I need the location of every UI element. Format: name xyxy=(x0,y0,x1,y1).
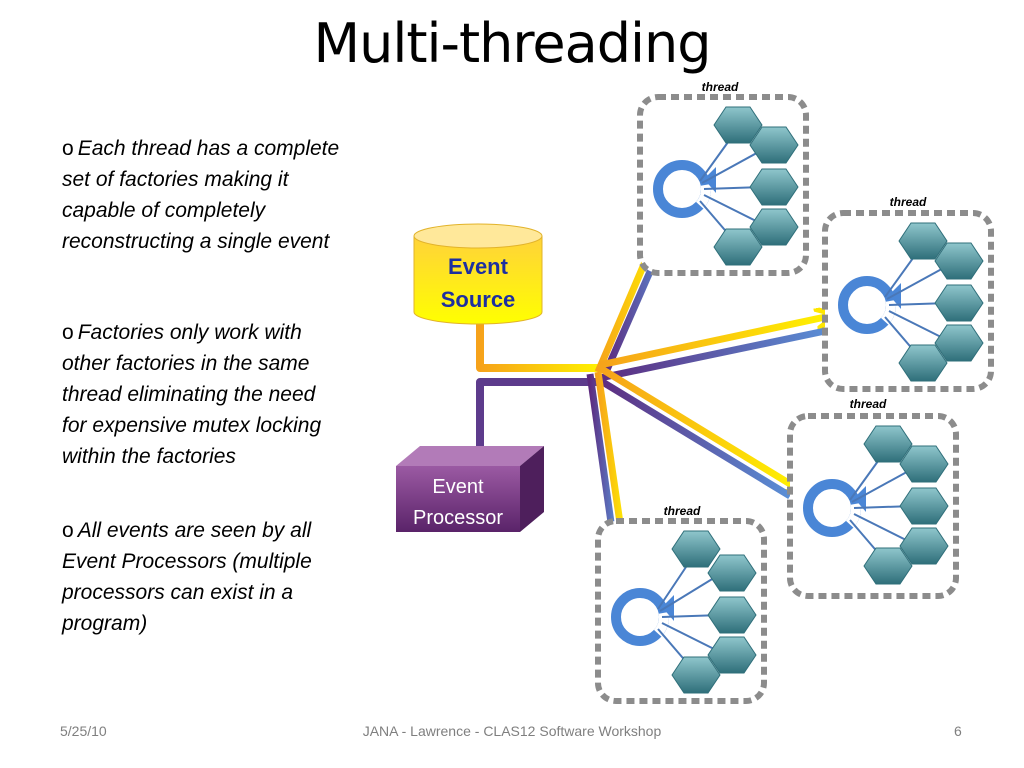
thread-label-3: thread xyxy=(850,397,887,411)
thread-label-1: thread xyxy=(702,80,739,94)
event-source: Event Source xyxy=(413,223,543,325)
bullet-line: within the factories xyxy=(62,445,236,468)
bullet-marker: o xyxy=(62,321,74,344)
event-processor-label-2: Processor xyxy=(413,507,503,529)
bullet-line: set of factories making it xyxy=(62,168,289,191)
event-processor-label-1: Event xyxy=(432,476,484,498)
bullet-line: other factories in the same xyxy=(62,352,310,375)
factory-hexes xyxy=(863,425,949,585)
bullet-line: All events are seen by all xyxy=(77,519,312,542)
bullet-line: thread eliminating the need xyxy=(62,383,316,406)
processor-connector xyxy=(476,378,600,448)
bullet-line: for expensive mutex locking xyxy=(62,414,322,437)
event-source-label-1: Event xyxy=(448,254,509,279)
thread-group-1 xyxy=(637,94,809,276)
bullet-line: Factories only work with xyxy=(77,321,302,344)
bullet-line: processors can exist in a xyxy=(62,581,294,604)
thread-label-2: thread xyxy=(890,195,927,209)
thread-group-4 xyxy=(595,518,767,704)
bullet-line: reconstructing a single event xyxy=(62,230,330,253)
bullet-line: capable of completely xyxy=(62,199,266,222)
bullet-line: Each thread has a complete xyxy=(77,137,340,160)
factory-hexes xyxy=(671,530,757,694)
slide-title: Multi-threading xyxy=(313,12,712,75)
bullet-line: Event Processors (multiple xyxy=(62,550,312,573)
event-processor: Event Processor xyxy=(396,446,544,532)
thread-group-3 xyxy=(787,413,959,599)
factory-hexes xyxy=(898,222,984,382)
factory-hexes xyxy=(713,106,799,266)
source-connector xyxy=(476,320,600,372)
bullet-marker: o xyxy=(62,137,74,160)
thread-group-2 xyxy=(822,210,994,392)
arrow-to-thread-2 xyxy=(599,316,830,369)
footer-page-number: 6 xyxy=(954,723,962,739)
arrow-to-thread-3-purple xyxy=(594,375,792,499)
arrow-to-thread-3 xyxy=(598,365,800,490)
footer-date: 5/25/10 xyxy=(60,723,107,739)
bullet-line: program) xyxy=(62,612,148,635)
thread-label-4: thread xyxy=(664,504,701,518)
arrow-to-thread-2-purple xyxy=(599,326,831,382)
bullet-marker: o xyxy=(62,519,74,542)
footer-title: JANA - Lawrence - CLAS12 Software Worksh… xyxy=(362,723,662,739)
event-source-label-2: Source xyxy=(441,287,516,312)
